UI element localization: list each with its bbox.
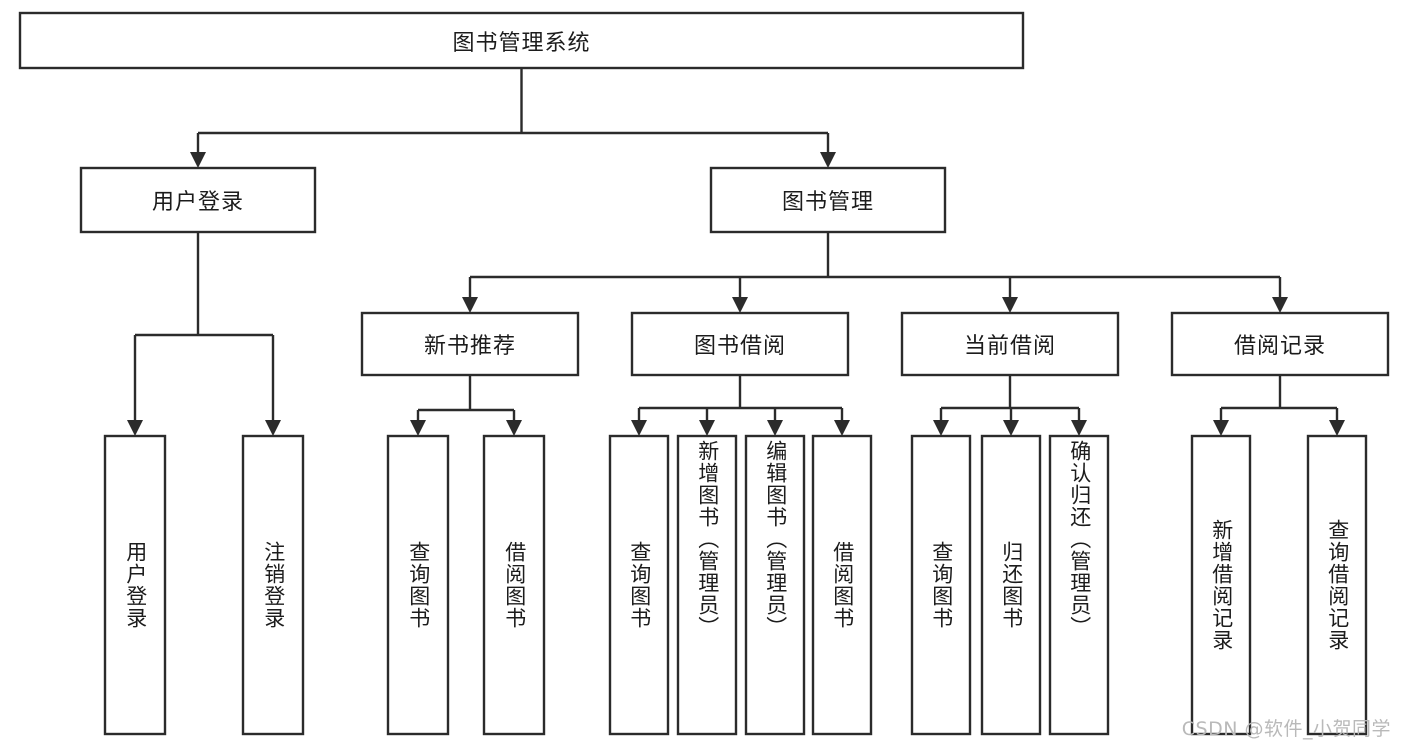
node-box-current-borrow[interactable] (900, 311, 1120, 377)
arrow-to-leaf-cur-return (1003, 420, 1019, 436)
node-box-leaf-user-login[interactable] (103, 434, 167, 736)
node-box-book-borrow[interactable] (630, 311, 850, 377)
node-box-new-book-rec[interactable] (360, 311, 580, 377)
node-box-root[interactable] (18, 11, 1025, 70)
arrow-to-book-manage (820, 152, 836, 168)
arrow-to-user-login (190, 152, 206, 168)
node-box-leaf-borrow-do[interactable] (811, 434, 873, 736)
arrow-to-book-borrow (732, 297, 748, 313)
node-box-user-login[interactable] (79, 166, 317, 234)
arrow-to-leaf-borrow-query (631, 420, 647, 436)
node-box-borrow-record[interactable] (1170, 311, 1390, 377)
node-box-leaf-cur-return[interactable] (980, 434, 1042, 736)
node-rect-layer (18, 11, 1390, 736)
arrow-to-leaf-user-login (127, 420, 143, 436)
node-box-leaf-cur-query[interactable] (910, 434, 972, 736)
arrow-to-current-borrow (1002, 297, 1018, 313)
arrow-to-leaf-borrow-add (699, 420, 715, 436)
arrow-to-borrow-record (1272, 297, 1288, 313)
node-box-leaf-user-logout[interactable] (241, 434, 305, 736)
arrow-to-leaf-rec-search (1329, 420, 1345, 436)
node-box-leaf-borrow-edit[interactable] (744, 434, 806, 736)
node-box-leaf-cur-confirm[interactable] (1048, 434, 1110, 736)
arrow-to-new-book-rec (462, 297, 478, 313)
arrow-to-leaf-rec-query (410, 420, 426, 436)
node-box-leaf-borrow-add[interactable] (676, 434, 738, 736)
arrow-to-leaf-borrow-edit (767, 420, 783, 436)
connector-layer (127, 68, 1345, 436)
arrow-to-leaf-borrow-do (834, 420, 850, 436)
node-box-leaf-rec-search[interactable] (1306, 434, 1368, 736)
node-box-leaf-borrow-query[interactable] (608, 434, 670, 736)
node-box-leaf-rec-query[interactable] (386, 434, 450, 736)
arrow-to-leaf-rec-add (1213, 420, 1229, 436)
node-box-leaf-rec-borrow[interactable] (482, 434, 546, 736)
node-box-book-manage[interactable] (709, 166, 947, 234)
arrow-to-leaf-user-logout (265, 420, 281, 436)
node-box-leaf-rec-add[interactable] (1190, 434, 1252, 736)
arrow-to-leaf-cur-confirm (1071, 420, 1087, 436)
arrow-to-leaf-rec-borrow (506, 420, 522, 436)
arrow-to-leaf-cur-query (933, 420, 949, 436)
